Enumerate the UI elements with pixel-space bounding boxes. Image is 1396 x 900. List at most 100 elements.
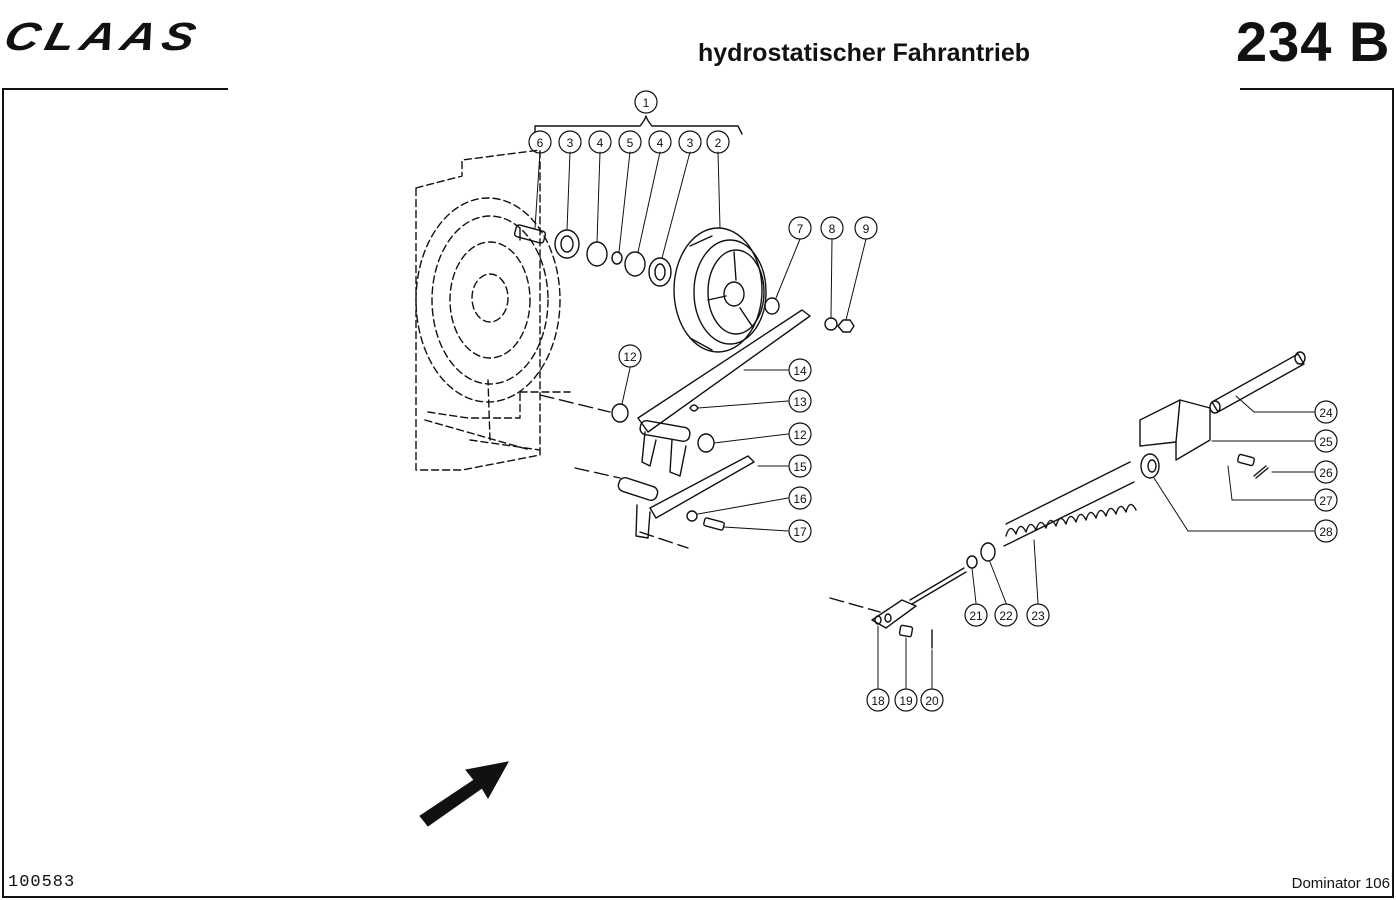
callout-circle-6 xyxy=(528,130,552,154)
cotter-pin-part-26 xyxy=(1253,465,1269,479)
callout-circle-22 xyxy=(994,603,1018,627)
bearing-part-a xyxy=(554,229,580,259)
pulley-part xyxy=(673,227,767,353)
callout-label-9: 9 xyxy=(863,222,870,236)
callout-label-12b: 12 xyxy=(793,428,807,442)
frame-bottom-border xyxy=(2,896,1394,898)
page-code: 234 B xyxy=(1236,10,1391,73)
small-ring-part xyxy=(611,251,623,265)
callout-circle-14 xyxy=(788,358,812,382)
callout-circle-12a xyxy=(618,344,642,368)
callout-label-6: 6 xyxy=(537,136,544,150)
bolt-part-17 xyxy=(703,517,725,531)
callout-label-26: 26 xyxy=(1319,466,1333,480)
callout-label-22: 22 xyxy=(999,609,1013,623)
callout-circle-4a xyxy=(588,130,612,154)
callout-label-1: 1 xyxy=(643,96,650,110)
callout-circle-9 xyxy=(854,216,878,240)
callout-label-17: 17 xyxy=(793,525,807,539)
callout-circle-18 xyxy=(866,688,890,712)
callout-label-7: 7 xyxy=(797,222,804,236)
callout-circle-20 xyxy=(920,688,944,712)
page-title: hydrostatischer Fahrantrieb xyxy=(698,39,1031,67)
bolt-part-27 xyxy=(1236,453,1256,467)
callout-circle-26 xyxy=(1314,460,1338,484)
callout-circle-15 xyxy=(788,454,812,478)
frame-left-border xyxy=(2,88,4,898)
axis-line-upper xyxy=(539,394,611,413)
callout-label-4a: 4 xyxy=(597,136,604,150)
callout-label-21: 21 xyxy=(969,609,983,623)
nut-part-7 xyxy=(764,297,780,315)
callout-circle-25 xyxy=(1314,429,1338,453)
callout-circle-1 xyxy=(634,90,658,114)
bracket-part-25 xyxy=(1139,399,1211,461)
callout-label-2: 2 xyxy=(715,136,722,150)
callout-circle-7 xyxy=(788,216,812,240)
callout-label-23: 23 xyxy=(1031,609,1045,623)
callout-circle-2 xyxy=(706,130,730,154)
callout-label-16: 16 xyxy=(793,492,807,506)
callout-circle-4b xyxy=(648,130,672,154)
callout-circle-5 xyxy=(618,130,642,154)
washer-part-16 xyxy=(686,510,698,522)
callout-circle-16 xyxy=(788,486,812,510)
callout-circle-23 xyxy=(1026,603,1050,627)
rod-fork-part-18 xyxy=(871,567,967,629)
callout-circle-3a xyxy=(558,130,582,154)
callout-circles xyxy=(528,90,1338,712)
stud-bolt-part xyxy=(513,224,547,244)
nut-part-9 xyxy=(837,319,855,333)
callout-circle-17 xyxy=(788,519,812,543)
header-rule-left xyxy=(2,88,228,90)
group-bracket xyxy=(534,115,743,135)
bolt-part-19 xyxy=(898,624,914,638)
nut-part-21 xyxy=(966,555,978,569)
callout-label-4b: 4 xyxy=(657,136,664,150)
lower-arm-part xyxy=(617,455,755,539)
clip-part xyxy=(689,404,699,412)
callout-label-25: 25 xyxy=(1319,435,1333,449)
callout-label-13: 13 xyxy=(793,395,807,409)
callout-label-27: 27 xyxy=(1319,494,1333,508)
header-rule-right xyxy=(1240,88,1394,90)
callout-label-18: 18 xyxy=(871,694,885,708)
callout-circle-28 xyxy=(1314,519,1338,543)
spring-part-23 xyxy=(1003,461,1137,547)
callout-label-12a: 12 xyxy=(623,350,637,364)
callout-circle-27 xyxy=(1314,488,1338,512)
spacer-part-a xyxy=(611,403,629,423)
callout-label-15: 15 xyxy=(793,460,807,474)
snap-ring-part-a xyxy=(586,241,608,267)
snap-ring-part-b xyxy=(624,251,646,277)
callout-circle-8 xyxy=(820,216,844,240)
axis-line-rod xyxy=(829,597,881,613)
document-number: 100583 xyxy=(8,873,76,892)
washer-part-22 xyxy=(980,542,996,562)
axis-line-lower xyxy=(574,467,621,479)
callout-circle-19 xyxy=(894,688,918,712)
washer-part-8 xyxy=(824,317,838,331)
bearing-part-b xyxy=(648,257,672,287)
callout-label-19: 19 xyxy=(899,694,913,708)
pin-part-24 xyxy=(1209,351,1306,414)
callout-label-24: 24 xyxy=(1319,406,1333,420)
leader-lines xyxy=(534,151,1315,689)
axis-line-lever xyxy=(639,531,689,549)
callout-circle-3b xyxy=(678,130,702,154)
upper-arm-part xyxy=(637,309,811,477)
model-name: Dominator 106 xyxy=(1291,875,1390,892)
direction-arrow xyxy=(419,761,509,827)
callout-circle-12b xyxy=(788,422,812,446)
callout-label-8: 8 xyxy=(829,222,836,236)
callout-label-20: 20 xyxy=(925,694,939,708)
callout-label-3b: 3 xyxy=(687,136,694,150)
callout-label-14: 14 xyxy=(793,364,807,378)
spacer-part-b xyxy=(697,433,715,453)
callout-circle-21 xyxy=(964,603,988,627)
callout-label-5: 5 xyxy=(627,136,634,150)
dashed-housing-outline xyxy=(415,149,571,471)
cup-part-28 xyxy=(1140,453,1160,479)
